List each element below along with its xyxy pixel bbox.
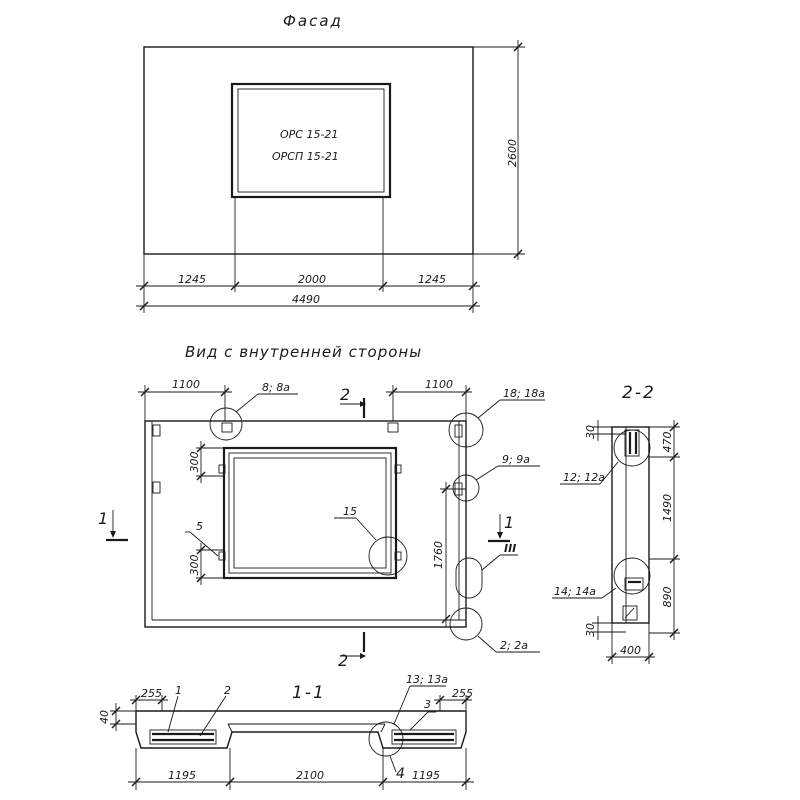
section-11-dim-1195-left: 1195 bbox=[168, 769, 196, 782]
inner-dim-300-top: 300 bbox=[188, 452, 201, 473]
section-11-dim-255-right: 255 bbox=[452, 687, 473, 700]
callout-label-2: 2; 2а bbox=[500, 639, 528, 652]
callout-label-18: 18; 18а bbox=[503, 387, 545, 400]
section-22-dim-890: 890 bbox=[661, 587, 674, 608]
section-22-dim-400: 400 bbox=[620, 644, 641, 657]
section-11-profile bbox=[135, 711, 467, 749]
inner-window-frame bbox=[228, 452, 392, 574]
facade-dim-height: 2600 bbox=[506, 139, 519, 167]
section-11-callout-13: 13; 13а bbox=[406, 673, 448, 686]
inner-window-outer bbox=[222, 446, 398, 580]
callout-circle-15 bbox=[368, 536, 408, 576]
callout-circle-13 bbox=[368, 721, 404, 757]
inner-dim-top-right: 1100 bbox=[425, 378, 453, 391]
section-11-dim-2100: 2100 bbox=[296, 769, 324, 782]
section-1-1: 1-1 255 255 40 bbox=[98, 673, 474, 790]
facade-view: Фасад ОРС 15-21 ОРСП 15-21 2600 1245 200… bbox=[136, 12, 525, 313]
section-11-dim-40: 40 bbox=[98, 710, 111, 724]
inner-dim-top-left: 1100 bbox=[172, 378, 200, 391]
facade-window-label-1: ОРС 15-21 bbox=[280, 128, 338, 141]
section-22-dim-470: 470 bbox=[661, 432, 674, 453]
facade-panel-outline bbox=[143, 46, 474, 255]
callout-label-12: 12; 12а bbox=[563, 471, 605, 484]
callout-circle-2 bbox=[449, 607, 483, 641]
section-1-right-label: 1 bbox=[504, 513, 514, 532]
inner-panel-outline bbox=[144, 420, 467, 628]
section-22-outline bbox=[611, 426, 650, 624]
callout-label-8: 8; 8а bbox=[262, 381, 290, 394]
inner-dim-1760: 1760 bbox=[432, 541, 445, 569]
section-11-callout-4: 4 bbox=[396, 766, 405, 782]
section-22-dim-1490: 1490 bbox=[661, 494, 674, 522]
section-11-title: 1-1 bbox=[292, 683, 326, 703]
section-2-top-label: 2 bbox=[340, 385, 350, 404]
inner-dim-300-bottom: 300 bbox=[188, 555, 201, 576]
facade-window-inner bbox=[237, 88, 385, 193]
callout-label-9: 9; 9а bbox=[502, 453, 530, 466]
section-2-2: 2-2 470 1490 890 30 30 bbox=[552, 383, 680, 664]
section-1-left-label: 1 bbox=[98, 509, 108, 528]
callout-circle-8 bbox=[209, 407, 243, 441]
section-11-dim-1195-right: 1195 bbox=[412, 769, 440, 782]
facade-dim-total: 4490 bbox=[292, 293, 320, 306]
section-11-dim-255-left: 255 bbox=[141, 687, 162, 700]
facade-title: Фасад bbox=[283, 12, 343, 30]
section-22-dim-30-bottom: 30 bbox=[584, 623, 597, 637]
section-22-dim-30-top: 30 bbox=[584, 425, 597, 439]
section-11-callout-1: 1 bbox=[175, 684, 182, 697]
callout-label-14: 14; 14а bbox=[554, 585, 596, 598]
facade-dim-mid: 2000 bbox=[298, 273, 326, 286]
facade-window-outer bbox=[230, 82, 392, 199]
section-22-title: 2-2 bbox=[622, 383, 656, 403]
facade-dim-right: 1245 bbox=[418, 273, 446, 286]
inner-window-glass bbox=[233, 457, 387, 569]
section-2-bottom-label: 2 bbox=[338, 651, 348, 670]
callout-oval-III bbox=[455, 557, 483, 599]
facade-dim-left: 1245 bbox=[178, 273, 206, 286]
callout-label-5: 5 bbox=[196, 520, 203, 533]
facade-window-label-2: ОРСП 15-21 bbox=[272, 150, 339, 163]
section-11-callout-3: 3 bbox=[424, 698, 431, 711]
section-11-callout-2: 2 bbox=[224, 684, 231, 697]
callout-label-15: 15 bbox=[343, 505, 357, 518]
inner-view-title: Вид с внутренней стороны bbox=[185, 343, 422, 361]
inner-view: Вид с внутренней стороны 1100 bbox=[98, 343, 545, 670]
callout-label-III: III bbox=[504, 542, 516, 555]
callout-circle-14 bbox=[613, 557, 651, 595]
callout-circle-9 bbox=[452, 474, 480, 502]
callout-circle-18 bbox=[448, 412, 484, 448]
callout-circle-12 bbox=[613, 429, 651, 467]
